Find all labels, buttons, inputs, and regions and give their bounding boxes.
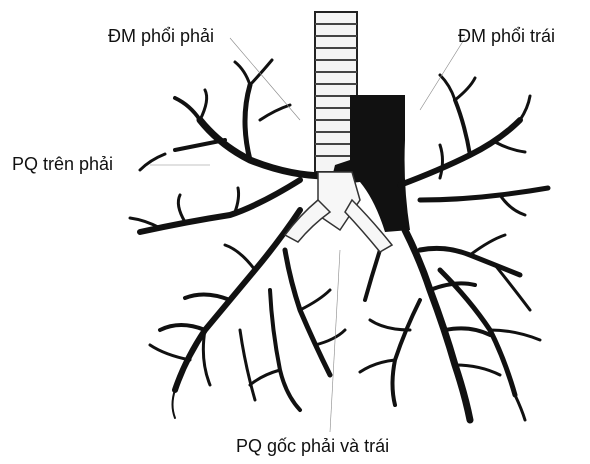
leader-lines [150,38,465,432]
label-right-pulmonary-artery: ĐM phổi phải [108,27,214,45]
label-left-pulmonary-artery: ĐM phổi trái [458,27,555,45]
left-pulmonary-artery-branches [400,75,548,215]
label-main-bronchi: PQ gốc phải và trái [236,437,389,455]
label-right-upper-bronchus: PQ trên phải [12,155,113,173]
left-lower-branches [360,230,540,420]
right-lower-branches [150,210,345,418]
